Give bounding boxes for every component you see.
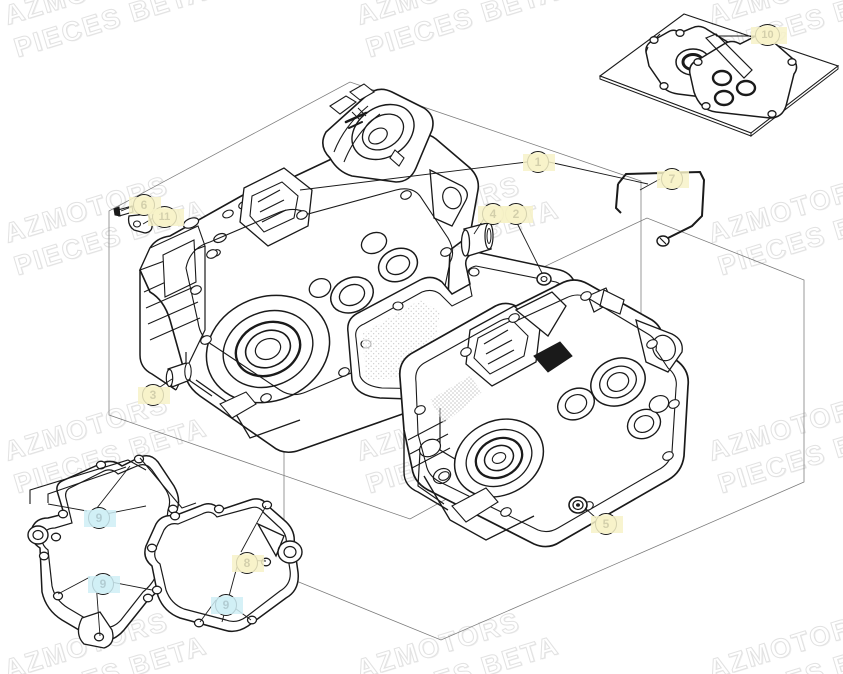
callout-8[interactable]: 8 <box>236 552 258 574</box>
callout-10[interactable]: 10 <box>755 24 780 46</box>
callout-2[interactable]: 2 <box>505 203 527 225</box>
callout-11[interactable]: 11 <box>152 206 177 228</box>
callout-3[interactable]: 3 <box>142 384 164 406</box>
right-crankcase-half <box>347 251 690 548</box>
part-sleeve-bush-4 <box>460 222 494 257</box>
callout-7[interactable]: 7 <box>661 168 683 190</box>
gasket-pair-bottom-left <box>27 454 303 649</box>
callout-5[interactable]: 5 <box>595 513 617 535</box>
part-dowel-pin-2 <box>536 272 552 286</box>
part-breather-pipe-7 <box>614 170 706 247</box>
callout-1[interactable]: 1 <box>527 151 549 173</box>
callout-4[interactable]: 4 <box>482 203 504 225</box>
part-oil-seal-5 <box>568 496 588 514</box>
gasket-set-10 <box>645 25 798 119</box>
callout-9b[interactable]: 9 <box>92 573 114 595</box>
callout-9a[interactable]: 9 <box>88 507 110 529</box>
callout-9c[interactable]: 9 <box>215 594 237 616</box>
